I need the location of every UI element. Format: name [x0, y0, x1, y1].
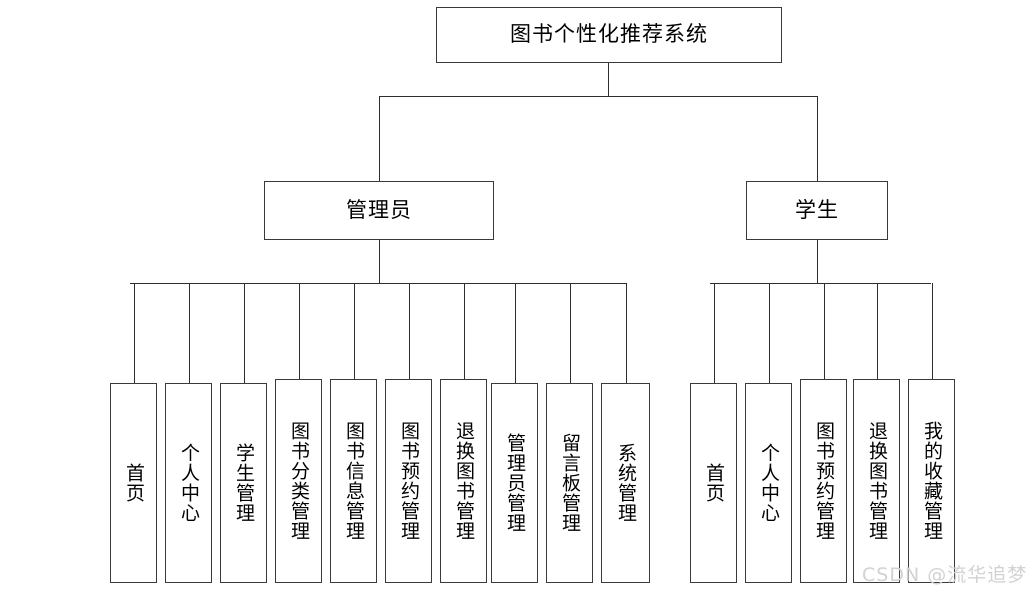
leaf-drop-line-student-1 [768, 283, 770, 383]
leaf-node-label: 退换图书管理 [453, 421, 475, 541]
leaf-drop-line-student-4 [931, 283, 933, 379]
leaf-node: 学生管理 [220, 383, 267, 583]
leaf-node-label: 图书预约管理 [813, 421, 835, 541]
branch-drop-line-student [817, 96, 818, 181]
leaf-bus-line-student [710, 283, 931, 284]
leaf-node: 个人中心 [745, 383, 792, 583]
leaf-drop-line-student-3 [876, 283, 878, 379]
leaf-drop-line-admin-6 [463, 283, 465, 379]
leaf-node-label: 系统管理 [615, 443, 637, 523]
leaf-node: 首页 [690, 383, 737, 583]
leaf-node-label: 图书信息管理 [343, 421, 365, 541]
leaf-drop-line-admin-3 [298, 283, 300, 379]
leaf-node: 系统管理 [601, 383, 650, 583]
leaf-node-label: 退换图书管理 [866, 421, 888, 541]
branch-stem-line-student [817, 240, 818, 283]
leaf-node-label: 学生管理 [233, 443, 255, 523]
leaf-node-label: 留言板管理 [559, 433, 581, 533]
branch-node-label: 管理员 [346, 197, 412, 222]
leaf-drop-line-admin-5 [408, 283, 410, 379]
branch-stem-line-admin [379, 240, 380, 283]
root-node: 图书个性化推荐系统 [436, 7, 782, 63]
leaf-drop-line-admin-2 [243, 283, 245, 383]
branch-node-label: 学生 [795, 197, 839, 222]
leaf-drop-line-admin-4 [353, 283, 355, 379]
leaf-node: 图书分类管理 [275, 379, 322, 583]
branch-node-student: 学生 [746, 181, 888, 240]
branch-node-admin: 管理员 [264, 181, 494, 240]
leaf-node: 留言板管理 [546, 383, 593, 583]
leaf-node: 我的收藏管理 [908, 379, 955, 583]
leaf-drop-line-admin-7 [514, 283, 516, 383]
leaf-drop-line-admin-8 [569, 283, 571, 383]
leaf-node-label: 首页 [703, 463, 725, 503]
leaf-node: 退换图书管理 [440, 379, 487, 583]
leaf-node: 图书预约管理 [385, 379, 432, 583]
leaf-node-label: 首页 [123, 463, 145, 503]
leaf-node: 管理员管理 [491, 383, 538, 583]
root-node-label: 图书个性化推荐系统 [510, 22, 708, 47]
leaf-node: 个人中心 [165, 383, 212, 583]
leaf-bus-line-admin [130, 283, 626, 284]
root-stem-line [608, 63, 609, 96]
leaf-drop-line-admin-0 [133, 283, 135, 383]
leaf-node-label: 管理员管理 [504, 433, 526, 533]
leaf-node: 图书预约管理 [800, 379, 847, 583]
leaf-node-label: 我的收藏管理 [921, 421, 943, 541]
leaf-node: 首页 [110, 383, 157, 583]
leaf-node: 图书信息管理 [330, 379, 377, 583]
leaf-drop-line-student-2 [823, 283, 825, 379]
leaf-node-label: 个人中心 [178, 443, 200, 523]
leaf-node-label: 个人中心 [758, 443, 780, 523]
leaf-node: 退换图书管理 [853, 379, 900, 583]
leaf-node-label: 图书分类管理 [288, 421, 310, 541]
leaf-drop-line-student-0 [713, 283, 715, 383]
root-bus-line [379, 96, 818, 97]
leaf-drop-line-admin-1 [188, 283, 190, 383]
leaf-drop-line-admin-9 [625, 283, 627, 383]
leaf-node-label: 图书预约管理 [398, 421, 420, 541]
branch-drop-line-admin [379, 96, 380, 181]
